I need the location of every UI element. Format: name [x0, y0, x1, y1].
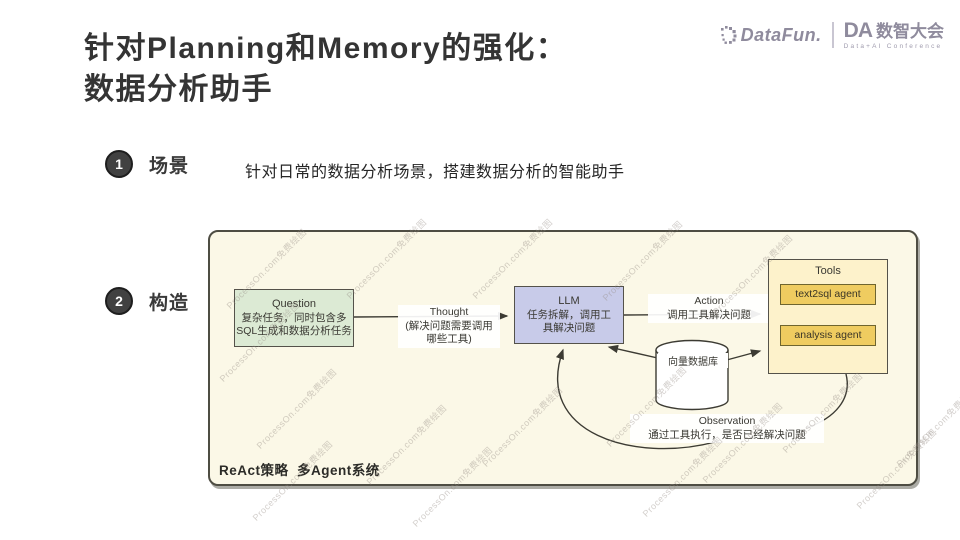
- question-line1: 复杂任务，同时包含多: [241, 311, 347, 324]
- observation-label: Observation 通过工具执行，是否已经解决问题: [630, 414, 824, 444]
- datafun-wordmark: DataFun.: [740, 24, 822, 45]
- question-box: Question 复杂任务，同时包含多 SQL生成和数据分析任务: [234, 289, 354, 347]
- observation-line1: 通过工具执行，是否已经解决问题: [648, 428, 806, 441]
- slide-title: 针对Planning和Memory的强化： 数据分析助手: [84, 28, 567, 110]
- section-2-number-badge: 2: [105, 287, 133, 315]
- da-conference-subtitle: Data+AI Conference: [843, 43, 943, 50]
- observation-title: Observation: [698, 415, 756, 427]
- slide-title-line1: 针对Planning和Memory的强化：: [84, 32, 568, 65]
- da-conference-logo: DA 数智大会 Data+AI Conference: [844, 20, 944, 51]
- conference-logo: DataFun. DA 数智大会 Data+AI Conference: [720, 20, 944, 51]
- llm-line1: 任务拆解，调用工: [527, 308, 611, 321]
- datafun-logo: DataFun.: [720, 25, 822, 46]
- da-abbr: DA: [843, 19, 873, 42]
- thought-line1: (解决问题需要调用: [405, 319, 493, 332]
- thought-label: Thought (解决问题需要调用 哪些工具): [398, 305, 500, 348]
- text2sql-agent-box: text2sql agent: [780, 284, 876, 306]
- tools-box: Tools text2sql agent analysis agent: [768, 259, 888, 374]
- llm-line2: 具解决问题: [542, 322, 596, 335]
- section-2-label: 构造: [149, 292, 190, 314]
- section-1-description: 针对日常的数据分析场景，搭建数据分析的智能助手: [245, 164, 625, 181]
- diagram-caption: ReAct策略 多Agent系统: [219, 463, 380, 478]
- react-agent-diagram: Question 复杂任务，同时包含多 SQL生成和数据分析任务 Thought…: [208, 230, 918, 486]
- action-label: Action 调用工具解决问题: [648, 294, 770, 324]
- datafun-logo-icon: [720, 26, 737, 45]
- action-title: Action: [694, 295, 724, 307]
- section-structure: 2 构造: [105, 287, 189, 315]
- section-1-number-badge: 1: [105, 150, 133, 178]
- da-conference-name: 数智大会: [876, 22, 944, 41]
- analysis-agent-box: analysis agent: [780, 325, 876, 347]
- action-line1: 调用工具解决问题: [667, 308, 751, 321]
- section-scene: 1 场景: [105, 150, 189, 178]
- thought-title: Thought: [429, 306, 469, 318]
- logo-divider: [831, 22, 834, 49]
- llm-box: LLM 任务拆解，调用工 具解决问题: [514, 286, 624, 344]
- tools-title: Tools: [815, 265, 841, 277]
- slide-title-line2: 数据分析助手: [84, 73, 273, 106]
- question-line2: SQL生成和数据分析任务: [236, 325, 352, 338]
- thought-line2: 哪些工具): [426, 333, 472, 346]
- section-1-label: 场景: [149, 155, 190, 177]
- vector-db-label: 向量数据库: [658, 353, 728, 368]
- llm-title: LLM: [558, 295, 580, 308]
- question-title: Question: [271, 298, 317, 311]
